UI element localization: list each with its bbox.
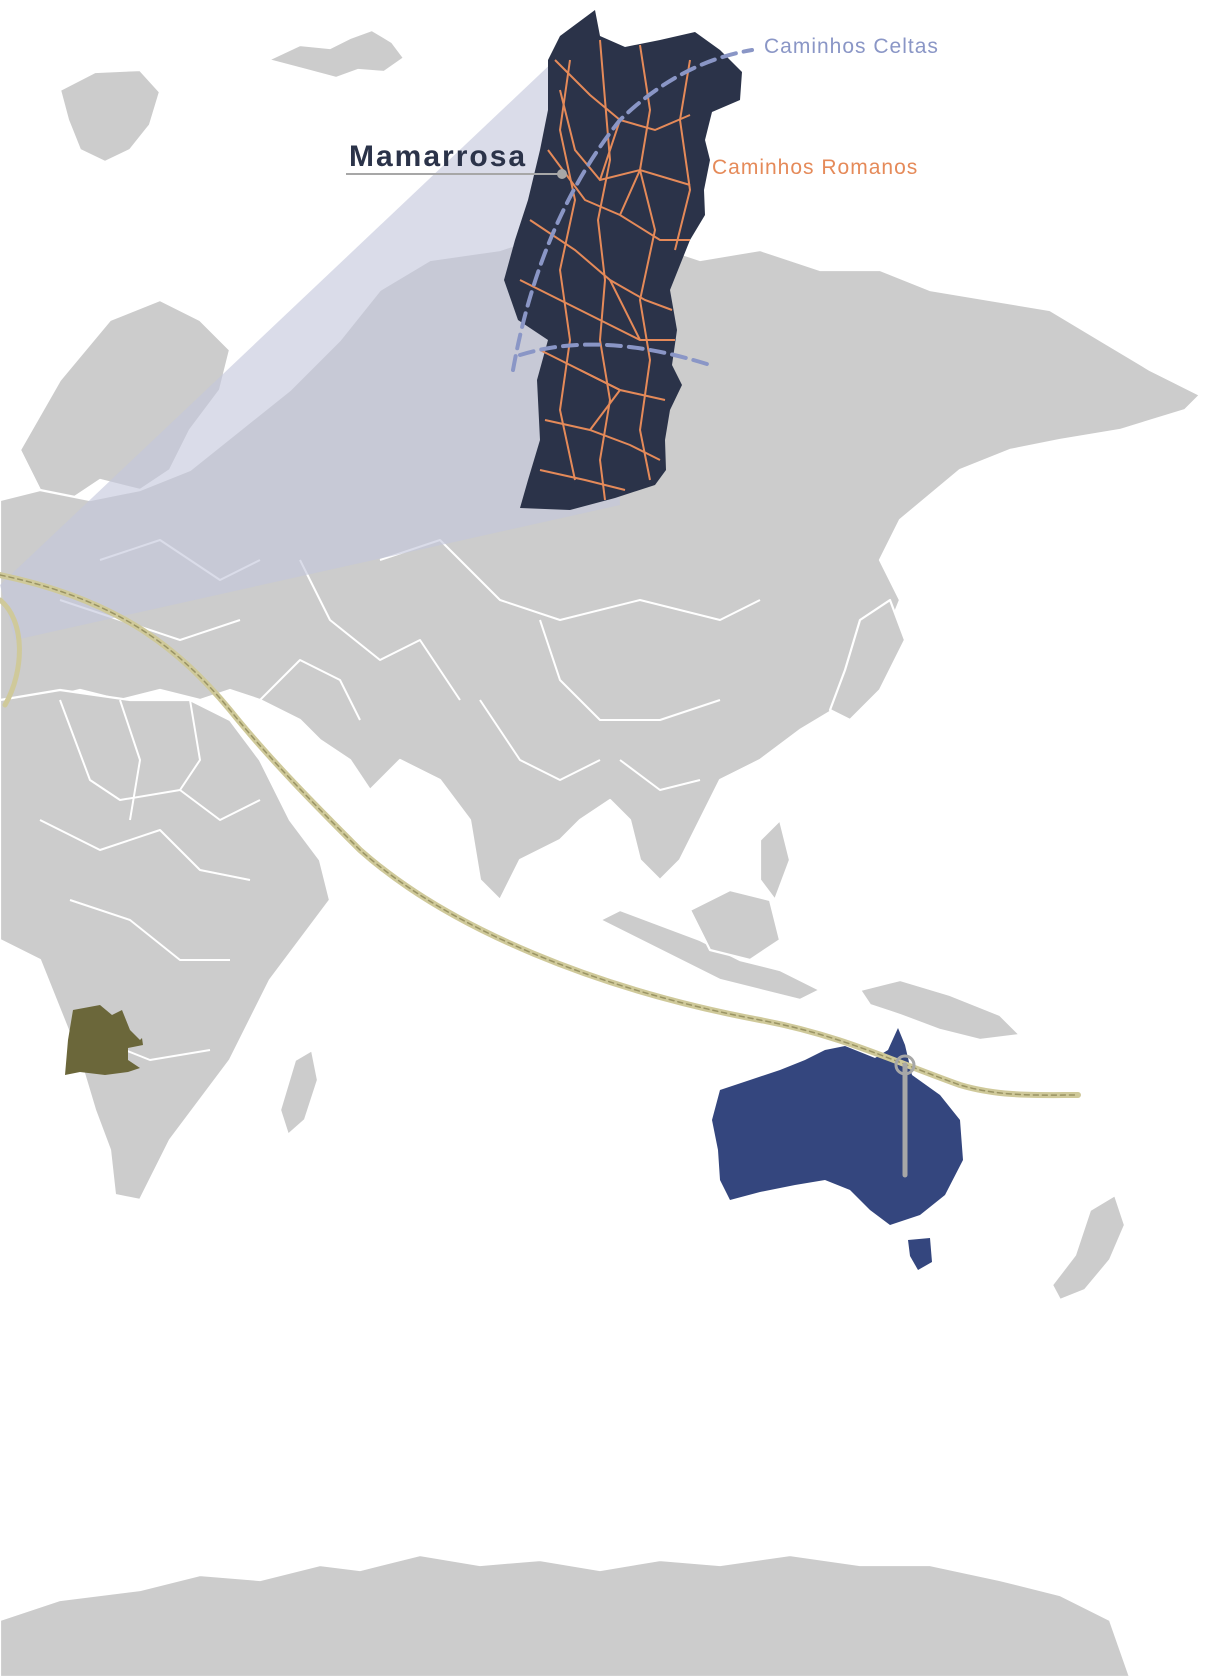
landmass-arctic-islands bbox=[266, 28, 406, 80]
landmass-indonesia bbox=[598, 908, 822, 1002]
portugal-inset bbox=[504, 10, 754, 510]
angola-shape bbox=[65, 1005, 143, 1075]
border-line bbox=[69, 899, 230, 961]
border-line bbox=[619, 759, 701, 791]
zoom-wedge bbox=[0, 22, 620, 640]
border-line bbox=[179, 699, 201, 791]
roman-road bbox=[638, 44, 657, 481]
roman-road bbox=[579, 119, 641, 431]
rope-route bbox=[0, 572, 1081, 1099]
roman-road bbox=[519, 279, 675, 341]
landmass-antarctica bbox=[0, 1553, 1132, 1677]
border-line bbox=[259, 659, 361, 721]
border-line bbox=[59, 699, 261, 821]
border-line bbox=[539, 619, 721, 721]
celtic-route-branch bbox=[518, 342, 712, 367]
roman-road bbox=[558, 59, 577, 481]
mamarrosa-marker bbox=[346, 169, 567, 179]
australia-shape bbox=[712, 1028, 963, 1225]
rope-strand bbox=[0, 574, 1079, 1096]
pin-marker bbox=[894, 1054, 916, 1178]
landmass-japan bbox=[828, 598, 907, 722]
pin-head bbox=[894, 1054, 916, 1076]
landmass-philippines bbox=[758, 818, 792, 902]
landmass-borneo bbox=[688, 888, 782, 962]
legend-roman-routes: Caminhos Romanos bbox=[712, 156, 919, 179]
border-line bbox=[299, 559, 461, 701]
mamarrosa-point bbox=[557, 169, 567, 179]
mamarrosa-label: Mamarrosa bbox=[349, 140, 528, 173]
border-line bbox=[119, 699, 141, 821]
celtic-route-main bbox=[511, 48, 754, 372]
border-line bbox=[479, 699, 601, 781]
border-line bbox=[39, 819, 251, 881]
landmass-madagascar bbox=[278, 1048, 320, 1137]
celtic-routes bbox=[511, 48, 754, 372]
roman-roads bbox=[519, 39, 692, 501]
legend-celtic-routes: Caminhos Celtas bbox=[764, 35, 939, 58]
landmass-new-guinea bbox=[858, 978, 1022, 1042]
rope-loop bbox=[0, 597, 22, 708]
roman-road bbox=[596, 39, 612, 501]
landmass-svalbard bbox=[58, 68, 162, 164]
roman-road bbox=[674, 59, 692, 251]
roman-road bbox=[539, 469, 626, 491]
tasmania-shape bbox=[908, 1238, 932, 1270]
landmass-new-zealand bbox=[1050, 1193, 1127, 1302]
